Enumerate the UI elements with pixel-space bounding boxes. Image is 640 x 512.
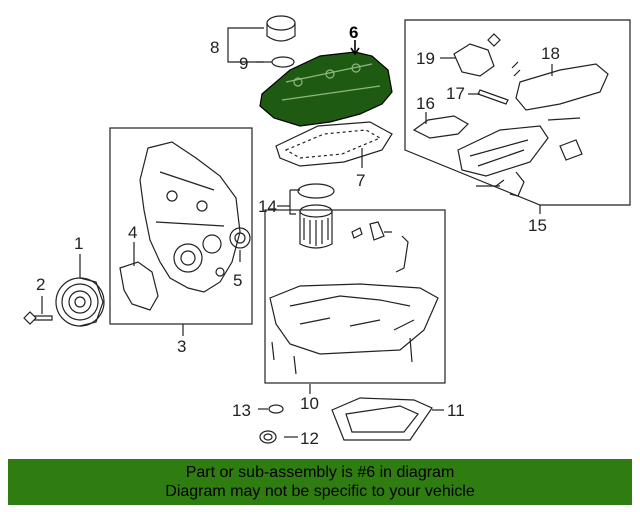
callout-4: 4 xyxy=(128,223,137,242)
front-seal xyxy=(229,227,251,249)
oil-filter-seal xyxy=(297,183,335,199)
callout-7: 7 xyxy=(356,171,365,190)
oil-pan-lower xyxy=(331,397,433,441)
crankshaft-pulley xyxy=(55,277,105,327)
callout-12: 12 xyxy=(300,429,319,448)
callout-17: 17 xyxy=(446,84,465,103)
timing-cover-gasket xyxy=(119,261,159,311)
timing-cover xyxy=(139,141,241,293)
cap-seal xyxy=(271,56,295,68)
callout-18: 18 xyxy=(541,44,560,63)
pulley-bolt xyxy=(23,311,53,325)
oil-filter xyxy=(299,204,333,249)
timing-cover-group-box xyxy=(109,127,253,325)
drain-plug xyxy=(259,430,277,444)
callout-13: 13 xyxy=(232,401,251,420)
callout-19: 19 xyxy=(416,49,435,68)
callout-15: 15 xyxy=(528,216,547,235)
valve-cover xyxy=(259,51,393,127)
valve-cover-gasket xyxy=(275,121,393,167)
vvt-group-box xyxy=(404,19,631,206)
callout-6: 6 xyxy=(349,23,358,42)
actuator-16 xyxy=(412,115,469,139)
callout-11: 11 xyxy=(447,401,465,420)
callout-16: 16 xyxy=(416,94,435,113)
oil-filler-cap xyxy=(266,15,296,42)
callout-3: 3 xyxy=(177,337,186,356)
part-info-banner: Part or sub-assembly is #6 in diagram Di… xyxy=(8,459,632,505)
oil-pan-group-box xyxy=(264,209,446,384)
callout-14: 14 xyxy=(258,197,277,216)
banner-line-1: Part or sub-assembly is #6 in diagram xyxy=(185,464,455,481)
callout-2: 2 xyxy=(36,275,45,294)
callout-1: 1 xyxy=(74,234,83,253)
camshaft-carrier xyxy=(457,125,549,177)
callout-10: 10 xyxy=(300,394,319,413)
bolt-17 xyxy=(477,89,509,105)
callout-5: 5 xyxy=(233,271,242,290)
banner-line-2: Diagram may not be specific to your vehi… xyxy=(165,483,475,500)
parts-diagram: 1 2 3 4 5 6 7 8 9 10 11 12 13 14 15 16 1… xyxy=(23,15,631,448)
callout-9: 9 xyxy=(239,54,248,73)
housing-18 xyxy=(515,63,609,111)
drain-plug-washer xyxy=(268,404,284,414)
solenoid-19 xyxy=(453,43,495,77)
callout-8: 8 xyxy=(210,38,219,57)
oil-pan-upper xyxy=(269,283,439,375)
